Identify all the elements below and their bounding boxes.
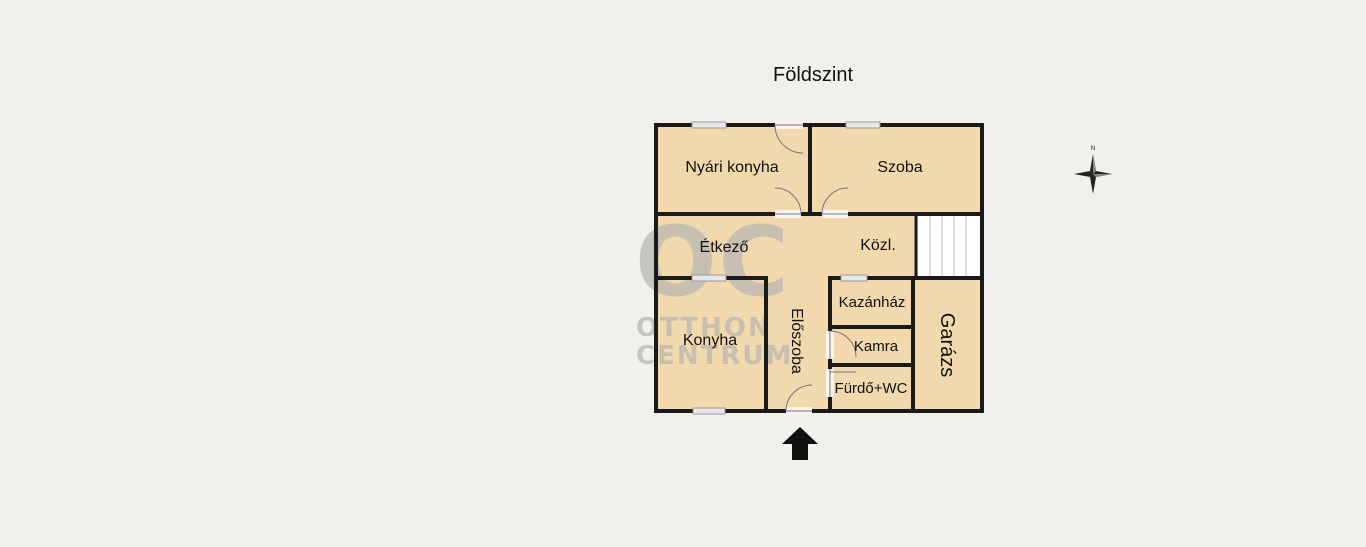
room-label-garazs: Garázs [936,313,958,377]
room-label-szoba: Szoba [877,159,922,176]
watermark-line1: OTTHON [636,313,772,343]
entrance-arrow-icon [782,427,818,460]
compass-rose-icon: N [1074,146,1112,194]
room-labels: Nyári konyha Szoba Étkező Közl. Konyha E… [683,159,958,397]
room-label-eloszoba: Előszoba [788,308,805,374]
room-label-kozl: Közl. [860,237,896,254]
room-label-etkezo: Étkező [700,237,749,256]
room-label-kamra: Kamra [854,338,899,355]
stairs [918,215,980,277]
room-label-kazanhaz: Kazánház [839,294,906,311]
doors [774,121,857,415]
room-label-furdo-wc: Fürdő+WC [835,380,908,397]
watermark-oc: OC [635,206,791,318]
floor-title: Földszint [772,64,854,86]
room-label-konyha: Konyha [683,332,737,349]
compass-north-label: N [1091,146,1095,152]
room-label-nyari-konyha: Nyári konyha [685,159,778,176]
windows [691,121,881,415]
